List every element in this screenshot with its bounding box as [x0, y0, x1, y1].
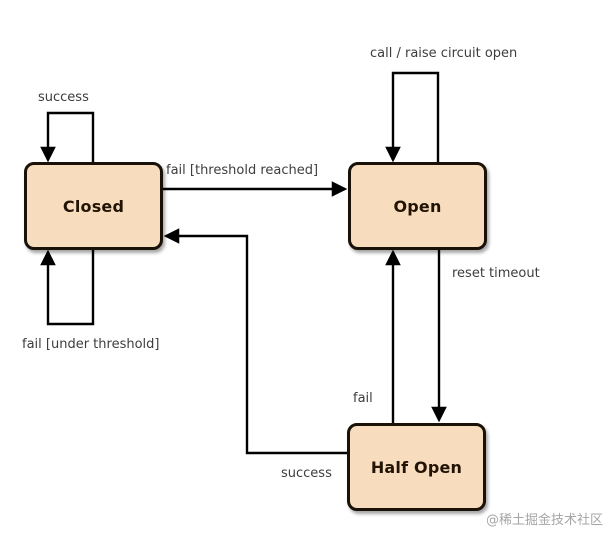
state-node-closed[interactable]: Closed — [24, 162, 163, 250]
transition-label-closed-to-open: fail [threshold reached] — [166, 163, 319, 178]
transition-label-open-call-self: call / raise circuit open — [370, 46, 518, 61]
state-label-half-open: Half Open — [370, 457, 463, 477]
transition-label-closed-success-self: success — [38, 90, 89, 105]
state-node-open[interactable]: Open — [348, 162, 487, 250]
transition-label-open-to-half-open: reset timeout — [452, 266, 540, 281]
state-label-open: Open — [393, 196, 442, 216]
watermark: @稀土掘金技术社区 — [485, 513, 603, 528]
transition-closed-fail-self — [40, 249, 95, 326]
transition-label-half-open-to-open: fail — [353, 391, 373, 406]
transition-closed-success-self — [40, 111, 95, 163]
transition-label-closed-fail-self: fail [under threshold] — [22, 337, 160, 352]
transition-half-open-to-closed — [163, 228, 347, 455]
state-label-closed: Closed — [62, 196, 125, 216]
state-node-half-open[interactable]: Half Open — [347, 423, 486, 511]
transition-open-call-self — [385, 71, 440, 163]
transition-label-half-open-to-closed: success — [281, 466, 332, 481]
